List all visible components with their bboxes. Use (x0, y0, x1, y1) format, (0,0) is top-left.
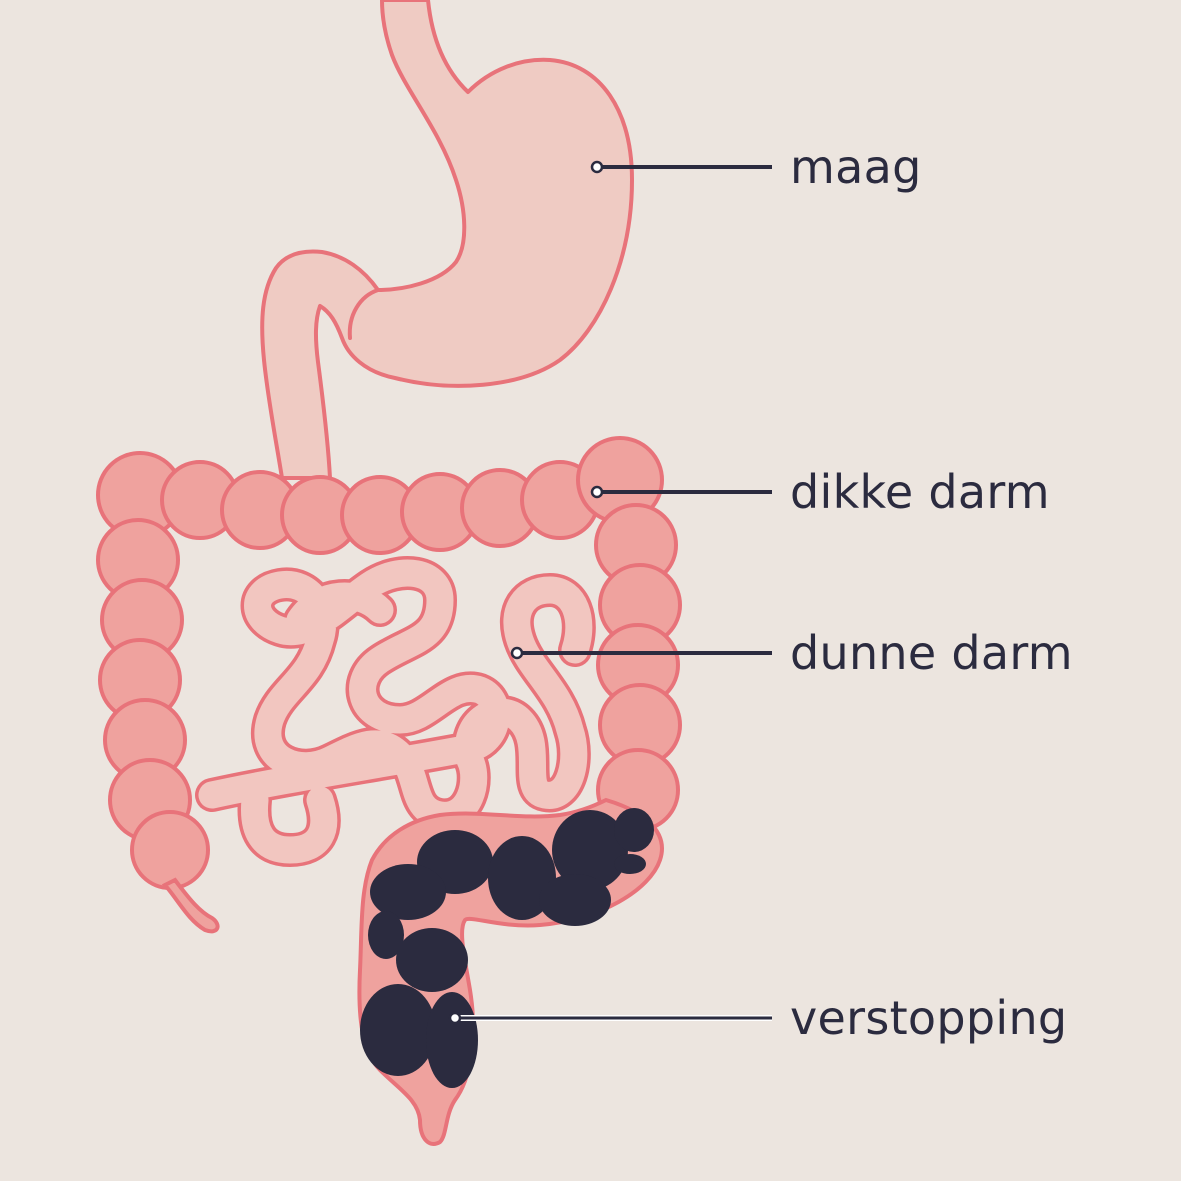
leader-dot-stomach (590, 160, 604, 174)
leader-dot-small-intestine (510, 646, 524, 660)
stool-mass (360, 984, 436, 1076)
stool-mass (368, 911, 404, 959)
stomach-shape (260, 0, 634, 480)
small-intestine-tube-fill (198, 559, 593, 864)
stool-mass (426, 992, 478, 1088)
stool-mass (370, 864, 446, 920)
leader-lines (448, 160, 772, 1025)
label-constipation: verstopping (790, 991, 1068, 1045)
appendix (161, 877, 220, 934)
pylorus-crease (347, 288, 380, 340)
leader-dot-constipation (448, 1011, 462, 1025)
stool-mass (488, 836, 556, 920)
esophagus (260, 0, 634, 480)
stool-mass (614, 854, 646, 874)
label-large-intestine: dikke darm (790, 465, 1050, 519)
stool-mass (539, 874, 611, 926)
label-stomach: maag (790, 140, 922, 194)
stool-mass (396, 928, 468, 992)
small-intestine-shape (195, 555, 596, 867)
label-small-intestine: dunne darm (790, 626, 1073, 680)
stool-mass (552, 810, 628, 890)
haustra (130, 810, 210, 890)
leader-dot-large-intestine (590, 485, 604, 499)
stool-mass (614, 808, 654, 852)
